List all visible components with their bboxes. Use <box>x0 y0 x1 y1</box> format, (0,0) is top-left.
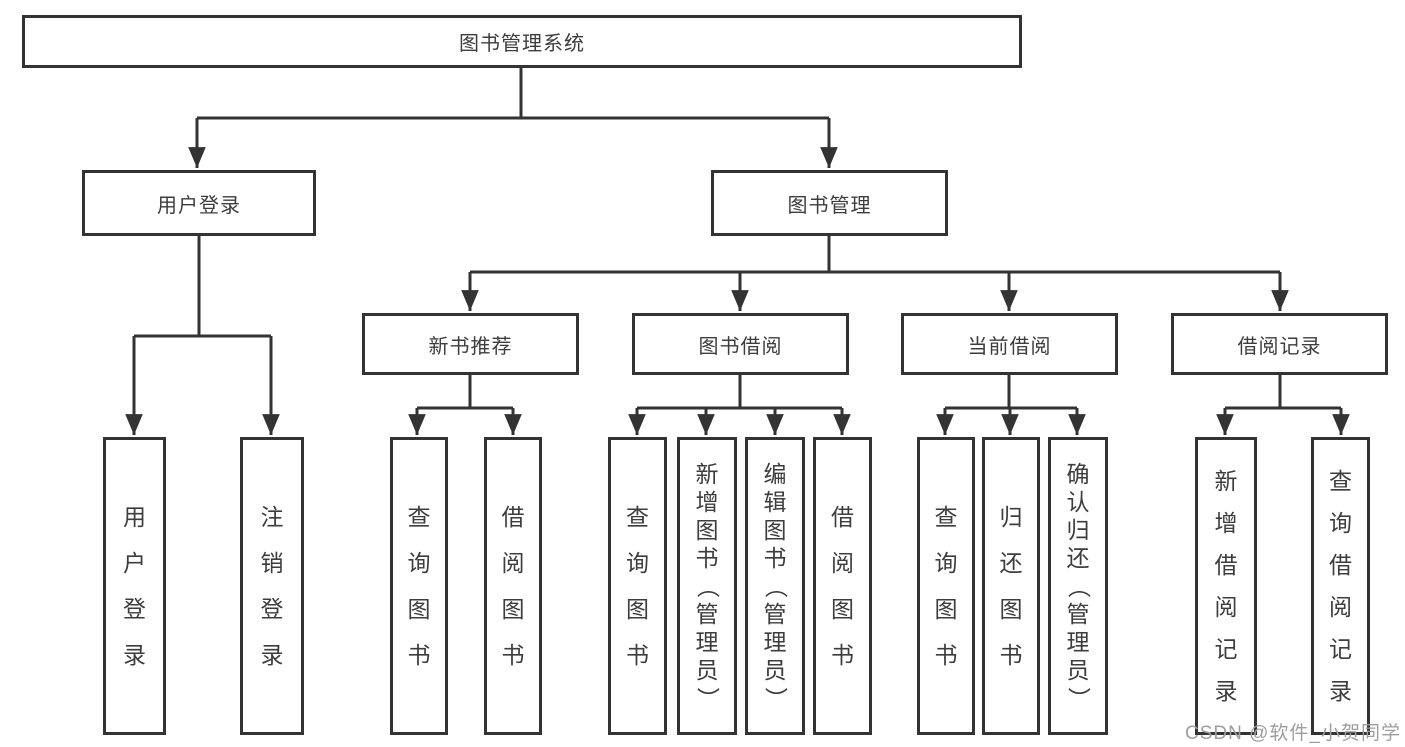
node-leaf-confirm-return-admin: 确认归还（管理员） <box>1048 437 1108 735</box>
node-root: 图书管理系统 <box>22 15 1022 68</box>
node-book-borrowing: 图书借阅 <box>632 313 849 375</box>
node-leaf-logout: 注销登录 <box>240 437 304 735</box>
node-borrowing-records-label: 借阅记录 <box>1237 335 1322 358</box>
node-leaf-recommend-query-books: 查询图书 <box>390 437 448 735</box>
node-leaf-borrowing-borrow-books-label: 借阅图书 <box>831 503 854 668</box>
node-user-login: 用户登录 <box>82 170 316 236</box>
watermark: CSDN @软件_小贺同学 <box>1185 723 1401 744</box>
node-leaf-user-login: 用户登录 <box>103 437 166 735</box>
node-leaf-edit-books-admin-label: 编辑图书（管理员） <box>762 460 789 710</box>
node-leaf-current-query-books-label: 查询图书 <box>934 503 958 668</box>
node-book-management: 图书管理 <box>711 170 948 236</box>
node-root-label: 图书管理系统 <box>459 33 585 55</box>
node-leaf-recommend-borrow-books-label: 借阅图书 <box>501 503 525 668</box>
node-leaf-logout-label: 注销登录 <box>260 503 284 668</box>
node-leaf-borrowing-borrow-books: 借阅图书 <box>813 437 872 735</box>
node-leaf-return-books-label: 归还图书 <box>999 503 1023 668</box>
node-leaf-add-books-admin: 新增图书（管理员） <box>677 437 737 735</box>
node-current-borrowing-label: 当前借阅 <box>967 335 1052 358</box>
node-leaf-return-books: 归还图书 <box>982 437 1040 735</box>
node-leaf-current-query-books: 查询图书 <box>917 437 975 735</box>
node-leaf-recommend-borrow-books: 借阅图书 <box>484 437 542 735</box>
node-leaf-edit-books-admin: 编辑图书（管理员） <box>745 437 805 735</box>
node-borrowing-records: 借阅记录 <box>1171 313 1388 375</box>
node-leaf-add-borrow-record: 新增借阅记录 <box>1195 437 1257 735</box>
node-book-borrowing-label: 图书借阅 <box>698 335 783 358</box>
node-leaf-confirm-return-admin-label: 确认归还（管理员） <box>1065 460 1092 710</box>
node-leaf-query-borrow-record-label: 查询借阅记录 <box>1329 467 1352 704</box>
node-user-login-label: 用户登录 <box>157 194 241 217</box>
node-leaf-recommend-query-books-label: 查询图书 <box>407 503 431 668</box>
node-leaf-add-borrow-record-label: 新增借阅记录 <box>1214 467 1238 704</box>
node-current-borrowing: 当前借阅 <box>901 313 1118 375</box>
node-leaf-borrowing-query-books-label: 查询图书 <box>626 503 649 668</box>
node-leaf-query-borrow-record: 查询借阅记录 <box>1311 437 1370 735</box>
node-new-book-recommend: 新书推荐 <box>362 313 579 375</box>
node-leaf-user-login-label: 用户登录 <box>123 503 146 668</box>
node-leaf-borrowing-query-books: 查询图书 <box>608 437 667 735</box>
node-new-book-recommend-label: 新书推荐 <box>428 335 513 358</box>
node-book-management-label: 图书管理 <box>787 194 872 217</box>
node-leaf-add-books-admin-label: 新增图书（管理员） <box>694 460 721 710</box>
